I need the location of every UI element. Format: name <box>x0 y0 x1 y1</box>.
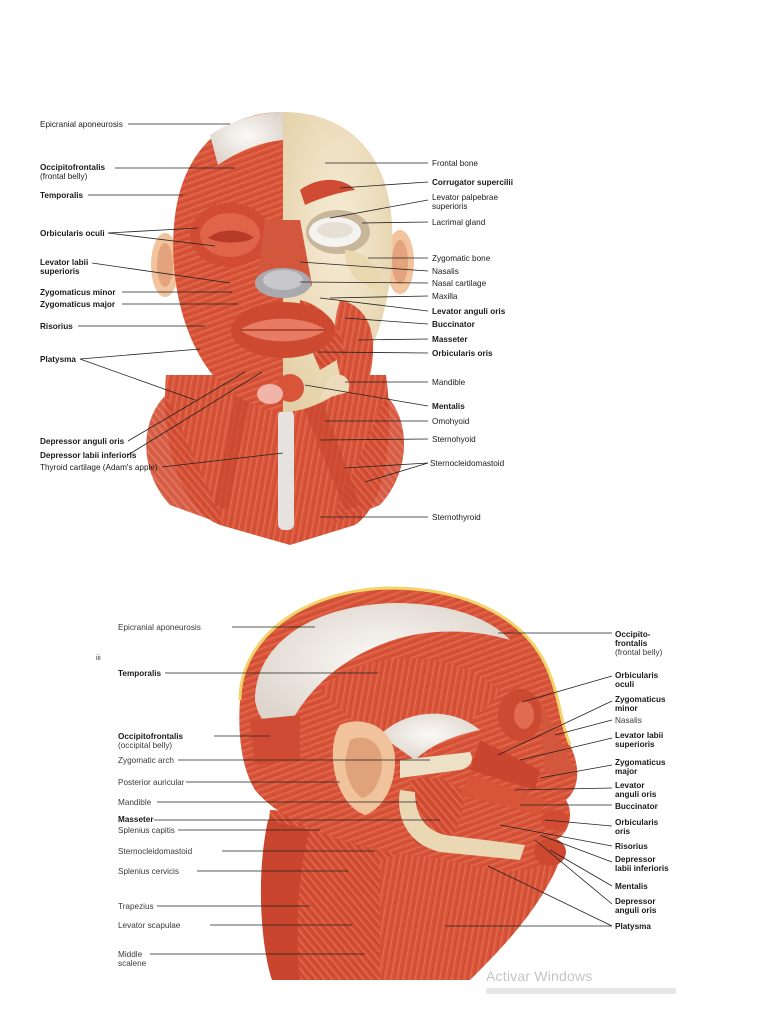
label-sternothyroid: Sternothyroid <box>432 513 481 522</box>
label-levator-palpebrae-2: superioris <box>432 202 468 211</box>
label-side-levator-labii-2: superioris <box>615 740 655 749</box>
label-thyroid-cartilage: Thyroid cartilage (Adam's apple) <box>40 463 158 472</box>
label-zygomaticus-major: Zygomaticus major <box>40 300 116 309</box>
label-side-levator-labii-1: Levator labii <box>615 731 664 740</box>
label-levator-palpebrae-1: Levator palpebrae <box>432 193 499 202</box>
label-side-occipitofrontalis-sub: (occipital belly) <box>118 741 173 750</box>
label-zygomaticus-minor: Zygomaticus minor <box>40 288 116 297</box>
label-side-nasalis: Nasalis <box>615 716 642 725</box>
label-frontal-bone: Frontal bone <box>432 159 478 168</box>
label-omohyoid: Omohyoid <box>432 417 470 426</box>
label-side-orbicularis-oculi-2: oculi <box>615 680 635 689</box>
label-side-buccinator: Buccinator <box>615 802 658 811</box>
label-side-levator-anguli-1: Levator <box>615 781 645 790</box>
label-sternohyoid: Sternohyoid <box>432 435 476 444</box>
label-corrugator-supercilii: Corrugator supercilii <box>432 178 513 187</box>
label-levator-labii-superioris-1: Levator labii <box>40 258 89 267</box>
label-buccinator: Buccinator <box>432 320 475 329</box>
label-nasal-cartilage: Nasal cartilage <box>432 279 487 288</box>
label-side-platysma: Platysma <box>615 922 651 931</box>
label-mandible: Mandible <box>432 378 466 387</box>
label-side-levator-scapulae: Levator scapulae <box>118 921 181 930</box>
label-side-depressor-anguli-1: Depressor <box>615 897 656 906</box>
label-occipitofrontalis: Occipitofrontalis <box>40 163 106 172</box>
label-side-middle-scalene-1: Middle <box>118 950 143 959</box>
activate-windows-watermark: Activar Windows <box>486 968 593 984</box>
label-mentalis: Mentalis <box>432 402 465 411</box>
label-side-splenius-capitis: Splenius capitis <box>118 826 175 835</box>
label-epicranial-aponeurosis: Epicranial aponeurosis <box>40 120 123 129</box>
label-orbicularis-oculi: Orbicularis oculi <box>40 229 105 238</box>
label-side-posterior-auricular: Posterior auricular <box>118 778 185 787</box>
label-sternocleidomastoid: Sternocleidomastoid <box>430 459 505 468</box>
label-side-splenius-cervicis: Splenius cervicis <box>118 867 179 876</box>
label-side-sternocleidomastoid: Sternocleidomastoid <box>118 847 193 856</box>
label-side-zygomaticus-major-1: Zygomaticus <box>615 758 666 767</box>
label-side-occipitofrontalis-1: Occipito- <box>615 630 651 639</box>
label-side-zygomaticus-major-2: major <box>615 767 638 776</box>
side-mark: iii <box>96 655 101 662</box>
label-lacrimal-gland: Lacrimal gland <box>432 218 486 227</box>
label-maxilla: Maxilla <box>432 292 458 301</box>
label-side-depressor-labii-2: labii inferioris <box>615 864 669 873</box>
label-side-mandible: Mandible <box>118 798 152 807</box>
label-occipitofrontalis-sub: (frontal belly) <box>40 172 88 181</box>
label-masseter: Masseter <box>432 335 468 344</box>
label-side-zygomaticus-minor-1: Zygomaticus <box>615 695 666 704</box>
activate-windows-subtext-bar <box>486 988 676 994</box>
label-side-depressor-anguli-2: anguli oris <box>615 906 657 915</box>
label-levator-anguli-oris: Levator anguli oris <box>432 307 506 316</box>
label-side-temporalis: Temporalis <box>118 669 162 678</box>
label-temporalis: Temporalis <box>40 191 84 200</box>
label-side-occipitofrontalis-3: (frontal belly) <box>615 648 663 657</box>
label-side-masseter: Masseter <box>118 815 154 824</box>
label-zygomatic-bone: Zygomatic bone <box>432 254 491 263</box>
label-side-risorius: Risorius <box>615 842 648 851</box>
label-platysma: Platysma <box>40 355 76 364</box>
side-view-art <box>238 586 578 980</box>
label-side-zygomaticus-minor-2: minor <box>615 704 638 713</box>
label-side-orbicularis-oris-1: Orbicularis <box>615 818 659 827</box>
label-nasalis: Nasalis <box>432 267 459 276</box>
label-side-orbicularis-oculi-1: Orbicularis <box>615 671 659 680</box>
front-view-art <box>146 112 414 545</box>
label-depressor-labii-inferioris: Depressor labii inferioris <box>40 451 137 460</box>
label-side-occipitofrontalis-2: frontalis <box>615 639 648 648</box>
label-side-trapezius: Trapezius <box>118 902 154 911</box>
label-orbicularis-oris: Orbicularis oris <box>432 349 493 358</box>
label-side-middle-scalene-2: scalene <box>118 959 147 968</box>
side-leader-lines <box>150 626 613 955</box>
label-side-mentalis: Mentalis <box>615 882 648 891</box>
front-leader-lines <box>78 123 429 518</box>
label-depressor-anguli-oris: Depressor anguli oris <box>40 437 125 446</box>
label-risorius: Risorius <box>40 322 73 331</box>
label-levator-labii-superioris-2: superioris <box>40 267 80 276</box>
label-side-epicranial-aponeurosis: Epicranial aponeurosis <box>118 623 201 632</box>
label-side-depressor-labii-1: Depressor <box>615 855 656 864</box>
label-side-orbicularis-oris-2: oris <box>615 827 631 836</box>
label-side-occipitofrontalis: Occipitofrontalis <box>118 732 184 741</box>
label-side-zygomatic-arch: Zygomatic arch <box>118 756 174 765</box>
label-side-levator-anguli-2: anguli oris <box>615 790 657 799</box>
